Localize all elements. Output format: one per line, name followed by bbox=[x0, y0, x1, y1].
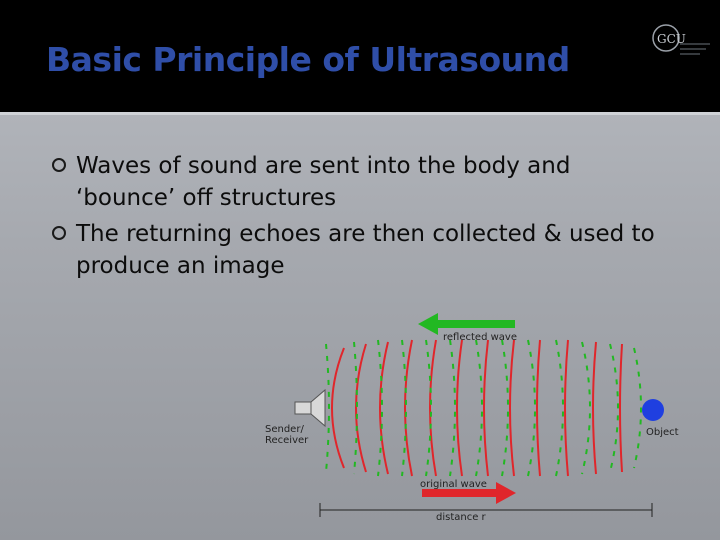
sender-label-line2: Receiver bbox=[265, 435, 309, 446]
gcu-logo: GCU bbox=[652, 24, 710, 55]
bullet-text: The returning echoes are then collected … bbox=[76, 221, 655, 279]
original-wave-arrow bbox=[422, 482, 516, 504]
slide-title: Basic Principle of Ultrasound bbox=[46, 40, 570, 79]
ultrasound-diagram: reflected wave Sender/ Receiver bbox=[265, 313, 679, 523]
object-circle bbox=[642, 399, 664, 421]
bullet-marker bbox=[52, 226, 66, 240]
bullet-list: Waves of sound are sent into the body an… bbox=[52, 150, 672, 286]
distance-dimension-line bbox=[319, 503, 653, 517]
reflected-wave-label: reflected wave bbox=[443, 332, 517, 343]
title-bar: Basic Principle of Ultrasound GCU bbox=[0, 0, 720, 115]
object-label: Object bbox=[646, 427, 679, 438]
reflected-wavefronts bbox=[325, 339, 642, 477]
distance-label: distance r bbox=[436, 512, 487, 523]
bullet-item: Waves of sound are sent into the body an… bbox=[52, 150, 672, 214]
original-wave-label: original wave bbox=[420, 479, 487, 490]
sender-label-line1: Sender/ bbox=[265, 424, 304, 435]
bullet-text: Waves of sound are sent into the body an… bbox=[76, 153, 571, 211]
original-wavefronts bbox=[331, 339, 623, 477]
svg-text:GCU: GCU bbox=[657, 32, 686, 46]
reflected-wave-arrow bbox=[418, 313, 515, 335]
bullet-item: The returning echoes are then collected … bbox=[52, 218, 672, 282]
speaker-icon bbox=[294, 388, 326, 428]
bullet-marker bbox=[52, 158, 66, 172]
